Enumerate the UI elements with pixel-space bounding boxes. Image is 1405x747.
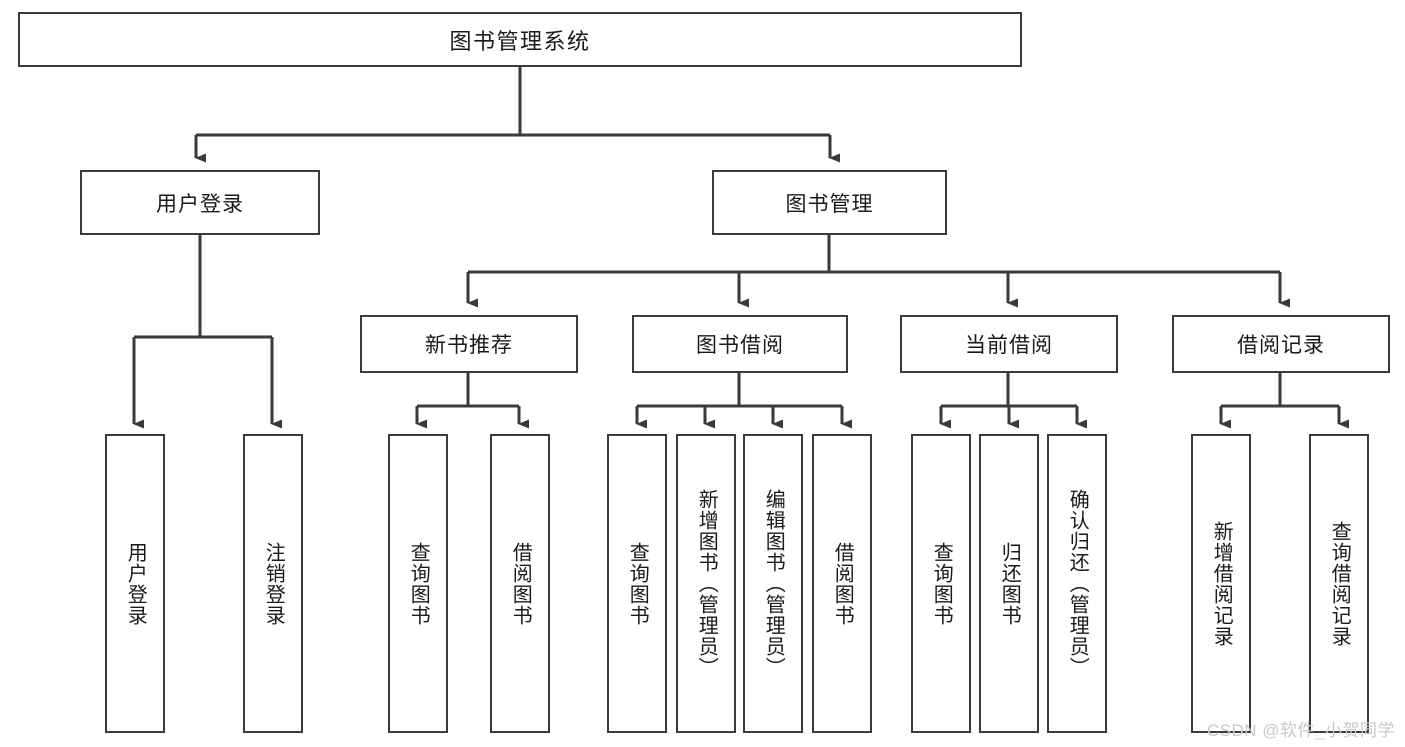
leaf-edit-book[interactable]: 编辑图书（管理员） (743, 434, 803, 733)
leaf-query-record[interactable]: 查询借阅记录 (1309, 434, 1369, 733)
node-new-book-recommend[interactable]: 新书推荐 (360, 315, 578, 373)
leaf-user-login[interactable]: 用户登录 (105, 434, 165, 733)
leaf-add-record-label: 新增借阅记录 (1210, 520, 1233, 647)
leaf-query-book-1[interactable]: 查询图书 (388, 434, 448, 733)
node-current-borrow-label: 当前借阅 (965, 334, 1053, 357)
node-borrow-record-label: 借阅记录 (1237, 334, 1325, 357)
node-book-management-label: 图书管理 (785, 192, 874, 216)
leaf-edit-book-label: 编辑图书（管理员） (762, 489, 785, 678)
leaf-query-book-1-label: 查询图书 (407, 541, 430, 626)
leaf-logout-label: 注销登录 (262, 541, 285, 626)
node-root-label: 图书管理系统 (449, 28, 591, 54)
node-new-book-recommend-label: 新书推荐 (425, 334, 513, 357)
node-borrow-record[interactable]: 借阅记录 (1172, 315, 1390, 373)
leaf-borrow-book-1-label: 借阅图书 (509, 541, 532, 626)
leaf-query-book-3-label: 查询图书 (930, 541, 953, 626)
leaf-query-book-2[interactable]: 查询图书 (607, 434, 667, 733)
node-book-borrow[interactable]: 图书借阅 (632, 315, 848, 373)
node-user-login-label: 用户登录 (156, 192, 244, 216)
leaf-query-book-3[interactable]: 查询图书 (911, 434, 971, 733)
leaf-logout[interactable]: 注销登录 (243, 434, 303, 733)
leaf-query-record-label: 查询借阅记录 (1328, 520, 1351, 647)
node-user-login[interactable]: 用户登录 (80, 170, 320, 235)
leaf-query-book-2-label: 查询图书 (626, 541, 649, 626)
leaf-add-record[interactable]: 新增借阅记录 (1191, 434, 1251, 733)
leaf-return-book-label: 归还图书 (998, 541, 1021, 626)
node-root[interactable]: 图书管理系统 (18, 12, 1022, 67)
leaf-add-book[interactable]: 新增图书（管理员） (676, 434, 736, 733)
node-book-management[interactable]: 图书管理 (712, 170, 947, 235)
leaf-borrow-book-2[interactable]: 借阅图书 (812, 434, 872, 733)
leaf-add-book-label: 新增图书（管理员） (695, 489, 718, 678)
leaf-borrow-book-2-label: 借阅图书 (831, 541, 854, 626)
node-book-borrow-label: 图书借阅 (696, 334, 784, 357)
leaf-return-book[interactable]: 归还图书 (979, 434, 1039, 733)
leaf-borrow-book-1[interactable]: 借阅图书 (490, 434, 550, 733)
leaf-confirm-return-label: 确认归还（管理员） (1066, 489, 1089, 678)
leaf-confirm-return[interactable]: 确认归还（管理员） (1047, 434, 1107, 733)
leaf-user-login-label: 用户登录 (124, 541, 147, 626)
node-current-borrow[interactable]: 当前借阅 (900, 315, 1118, 373)
